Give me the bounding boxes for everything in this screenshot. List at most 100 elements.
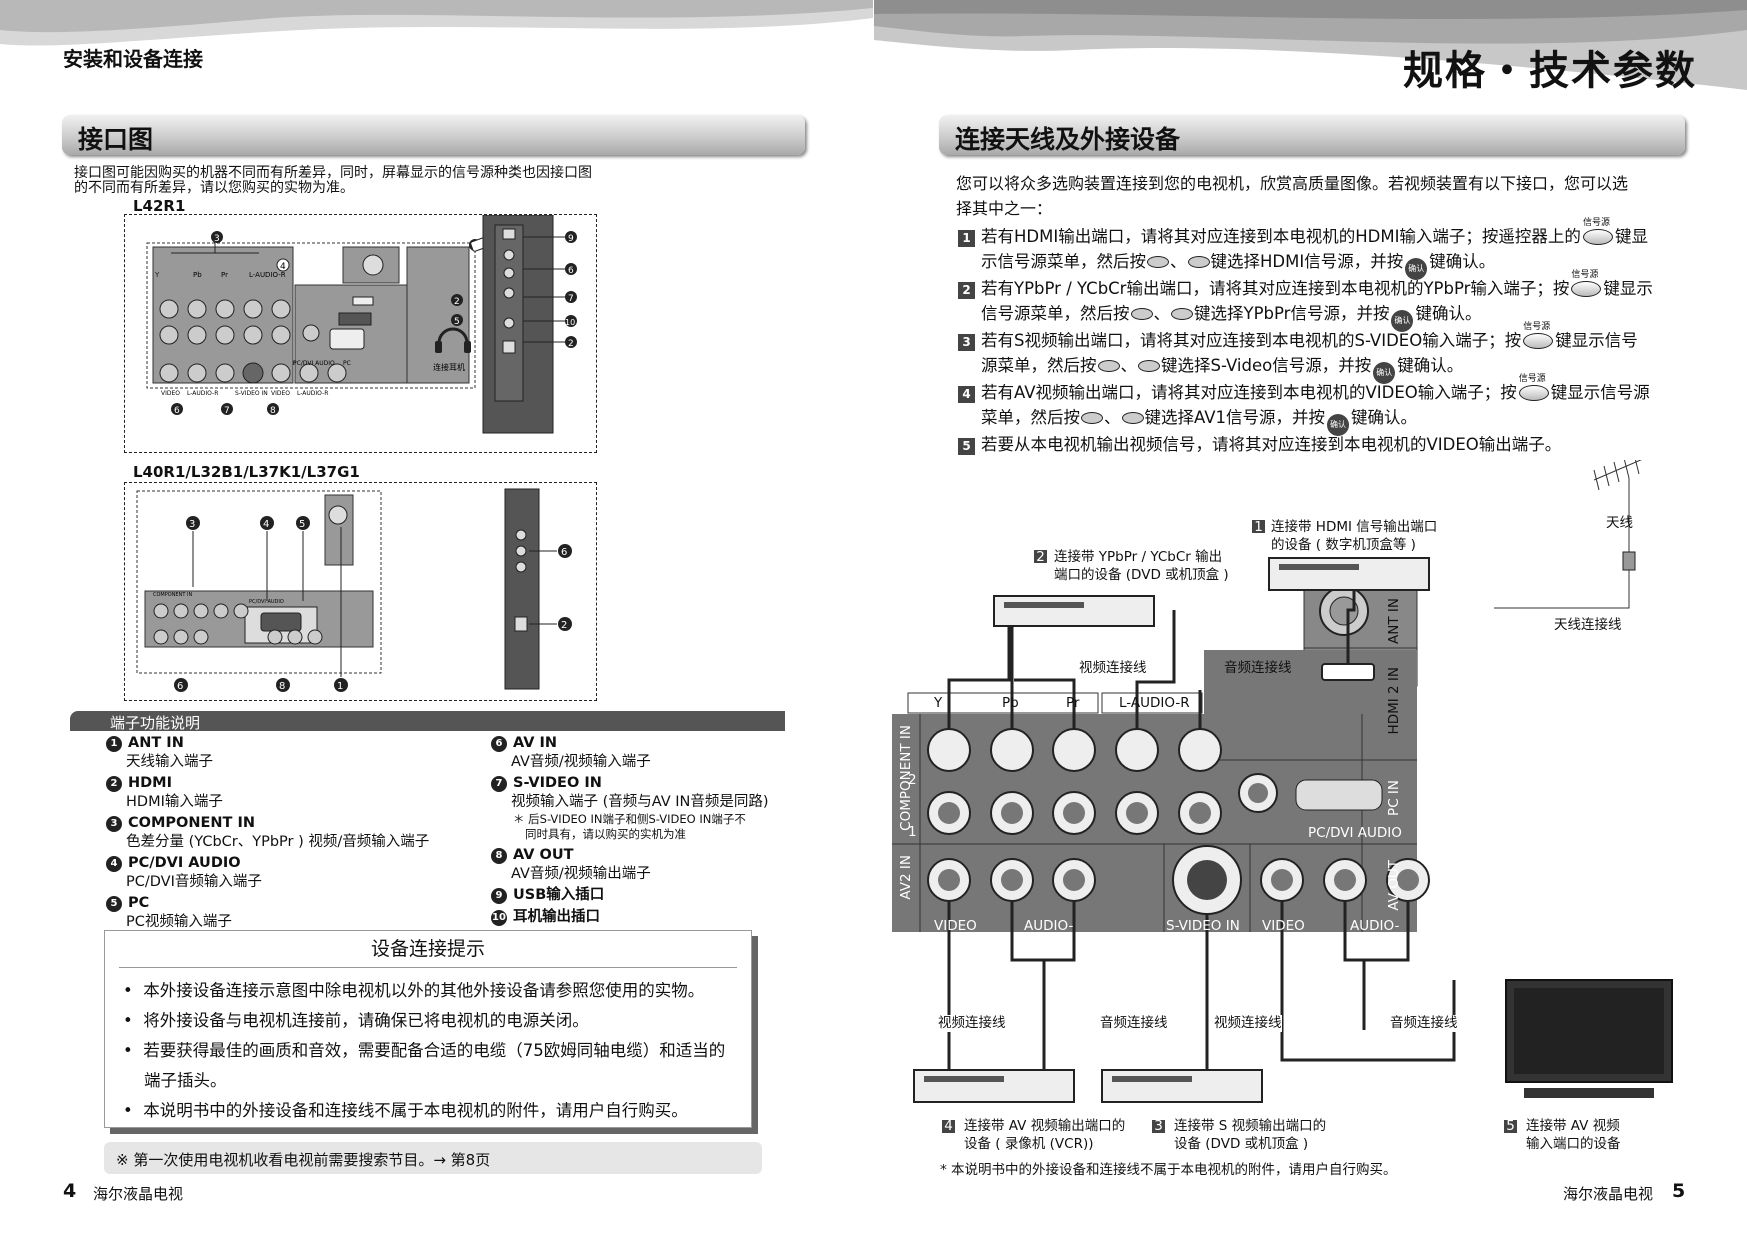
ok-button-icon: 确认 (1327, 414, 1350, 436)
device4-label-2: 设备 ( 录像机 (VCR)) (964, 1136, 1094, 1152)
device5-number: 5 (1506, 1118, 1515, 1134)
svg-text:2: 2 (454, 297, 460, 307)
panel-av-out: AV OUT (1386, 860, 1402, 911)
bottom-video-cable-1: 视频连接线 (938, 1015, 1006, 1032)
device2-number: 2 (1036, 549, 1045, 565)
tip-item: • 本说明书中的外接设备和连接线不属于本电视机的附件，请用户自行购买。 (123, 1101, 688, 1120)
svg-text:L-AUDIO-R: L-AUDIO-R (297, 390, 328, 397)
device1-number: 1 (1254, 519, 1263, 535)
svg-text:4: 4 (280, 262, 286, 272)
tip-item: • 将外接设备与电视机连接前，请确保已将电视机的电源关闭。 (123, 1011, 589, 1030)
footer-brand-right: 海尔液晶电视 (1563, 1185, 1654, 1203)
tip-item-cont: 端子插头。 (144, 1071, 227, 1090)
up-arrow-icon (1097, 360, 1120, 372)
intro-line2: 的不同而有所差异，请以您购买的实物为准。 (74, 180, 354, 196)
device2-label-2: 端口的设备 (DVD 或机顶盒 ) (1054, 567, 1229, 583)
device3-label-2: 设备 (DVD 或机顶盒 ) (1174, 1136, 1309, 1152)
device1-label-2: 的设备 ( 数字机顶盒等 ) (1271, 537, 1416, 553)
svg-text:8: 8 (270, 406, 276, 416)
right-page: 规格・技术参数 连接天线及外接设备 您可以将众多选购装置连接到您的电视机，欣赏高… (874, 0, 1747, 1242)
svg-text:Y: Y (154, 271, 160, 279)
down-arrow-icon (1187, 256, 1210, 268)
svg-text:5: 5 (454, 317, 460, 327)
left-page: 安装和设备连接 接口图 接口图可能因购买的机器不同而有所差异，同时，屏幕显示的信… (0, 0, 873, 1242)
model-label-1: L42R1 (133, 197, 186, 215)
svg-text:6: 6 (568, 266, 574, 276)
svg-text:S-VIDEO IN: S-VIDEO IN (235, 390, 268, 397)
func-title: 端子功能说明 (110, 714, 201, 732)
panel-hdmi2: HDMI 2 IN (1386, 667, 1402, 735)
panel-av2: AV2 IN (898, 855, 914, 900)
connection-diagram: 天线 天线连接线 1 连接带 HDMI 信号输出端口 的设备 ( 数字机顶盒等 … (874, 460, 1747, 1180)
model-label-2: L40R1/L32B1/L37K1/L37G1 (133, 463, 360, 481)
svg-text:8: 8 (279, 681, 285, 692)
panel-audio2: AUDIO- (1350, 918, 1400, 934)
ok-button-icon: 确认 (1391, 310, 1414, 332)
section-bar-ports: 接口图 (62, 115, 805, 155)
connection-diagram-graphics (892, 460, 1673, 1133)
page-number-right: 5 (1672, 1180, 1686, 1202)
down-arrow-icon (1121, 412, 1144, 424)
section-title: 接口图 (78, 125, 154, 154)
svg-text:2: 2 (568, 339, 574, 349)
panel-pr: Pr (1066, 695, 1080, 711)
bottom-video-cable-2: 视频连接线 (1214, 1015, 1282, 1032)
func-title-bar: 端子功能说明 (70, 711, 785, 732)
diagram-footnote: * 本说明书中的外接设备和连接线不属于本电视机的附件，请用户自行购买。 (940, 1162, 1397, 1178)
panel-pc: PC (1440, 825, 1458, 841)
up-arrow-icon (1130, 308, 1153, 320)
header-wave-right (874, 0, 1747, 90)
antenna-label: 天线 (1606, 515, 1633, 531)
source-button-icon (1571, 281, 1602, 297)
device1-label-1: 连接带 HDMI 信号输出端口 (1271, 519, 1438, 535)
panel-video2: VIDEO (1262, 918, 1305, 934)
tip-item: • 若要获得最佳的画质和音效，需要配备合适的电缆（75欧姆同轴电缆）和适当的 (123, 1041, 726, 1060)
panel-pc-in: PC IN (1386, 780, 1402, 816)
ok-button-icon: 确认 (1405, 258, 1428, 280)
source-button-icon (1518, 385, 1549, 401)
source-button-icon (1523, 333, 1554, 349)
svg-text:VIDEO: VIDEO (271, 390, 290, 397)
svg-text:4: 4 (263, 519, 269, 530)
svg-text:COMPONENT IN: COMPONENT IN (153, 592, 192, 598)
bottom-audio-cable-2: 音频连接线 (1390, 1015, 1458, 1032)
device3-label-1: 连接带 S 视频输出端口的 (1174, 1118, 1327, 1134)
section-bar-connect: 连接天线及外接设备 (939, 115, 1685, 155)
svg-text:L-AUDIO-R: L-AUDIO-R (187, 390, 218, 397)
header-wave (0, 0, 873, 46)
intro-line1: 接口图可能因购买的机器不同而有所差异，同时，屏幕显示的信号源种类也因接口图 (74, 165, 592, 181)
tips-box: 设备连接提示 • 本外接设备连接示意图中除电视机以外的其他外接设备请参照您使用的… (104, 930, 752, 1128)
device5-label-2: 输入端口的设备 (1526, 1136, 1621, 1152)
notice-text: ※ 第一次使用电视机收看电视前需要搜索节目。→ 第8页 (116, 1151, 491, 1169)
svg-text:5: 5 (299, 519, 305, 530)
page-number: 4 (63, 1180, 77, 1202)
source-button-icon (1582, 229, 1613, 245)
down-arrow-icon (1138, 360, 1160, 372)
svg-text:6: 6 (561, 547, 567, 558)
intro-right-1: 您可以将众多选购装置连接到您的电视机，欣赏高质量图像。若视频装置有以下接口，您可… (956, 174, 1629, 193)
panel-c1: 1 (908, 824, 917, 840)
ok-button-icon: 确认 (1373, 362, 1396, 384)
chapter-header: 安装和设备连接 (63, 47, 203, 71)
panel-svideo: S-VIDEO IN (1166, 918, 1240, 934)
svg-text:Pr: Pr (221, 271, 228, 279)
section-title-right: 连接天线及外接设备 (955, 125, 1181, 154)
